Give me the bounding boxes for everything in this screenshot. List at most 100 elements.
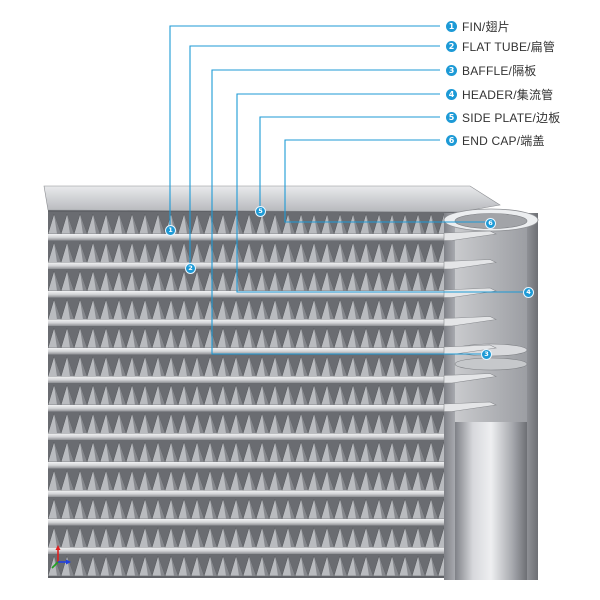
- fin-louver-shadow: [405, 214, 412, 234]
- fin-louver-shadow: [106, 356, 113, 377]
- fin-louver-shadow: [262, 299, 269, 320]
- fin-louver-shadow: [327, 299, 334, 320]
- fin-louver-shadow: [340, 499, 347, 519]
- fin-louver-shadow: [314, 442, 321, 462]
- fin-louver-shadow: [119, 499, 126, 519]
- fin-louver-shadow: [106, 556, 113, 576]
- fin-louver-shadow: [327, 499, 334, 519]
- fin-louver-shadow: [236, 356, 243, 377]
- fin-louver-shadow: [197, 242, 204, 263]
- fin-louver-shadow: [379, 499, 386, 519]
- fin-louver-shadow: [379, 356, 386, 377]
- fin-louver-shadow: [93, 242, 100, 263]
- legend-label: SIDE PLATE/边板: [462, 110, 561, 125]
- fin-louver-shadow: [327, 385, 334, 405]
- fin-louver-shadow: [418, 527, 425, 548]
- fin-louver-shadow: [210, 527, 217, 548]
- fin-louver-shadow: [340, 470, 347, 491]
- fin-louver-shadow: [327, 328, 334, 348]
- fin-louver-shadow: [275, 442, 282, 462]
- fin-louver-shadow: [418, 442, 425, 462]
- tube-ends: [443, 230, 497, 412]
- fin-louver-shadow: [197, 299, 204, 320]
- fin-louver-shadow: [314, 499, 321, 519]
- fin-louver-shadow: [275, 271, 282, 291]
- fin-louver-shadow: [366, 527, 373, 548]
- fin-louver-shadow: [262, 442, 269, 462]
- legend-item-side-plate: 5 SIDE PLATE/边板: [446, 109, 560, 125]
- fin-louver-shadow: [80, 214, 87, 234]
- leader-line-flat-tube: [189, 45, 440, 268]
- fin-louver-shadow: [262, 214, 269, 234]
- legend-item-header: 4 HEADER/集流管: [446, 86, 553, 102]
- legend-label: FIN/翅片: [462, 19, 510, 34]
- fin-louver-shadow: [353, 356, 360, 377]
- fin-louver-shadow: [93, 299, 100, 320]
- legend-item-flat-tube: 2 FLAT TUBE/扁管: [446, 38, 555, 54]
- fin-louver-shadow: [431, 470, 438, 491]
- fin-louver-shadow: [184, 356, 191, 377]
- fin-louver-shadow: [158, 470, 165, 491]
- fin-louver-shadow: [210, 442, 217, 462]
- fin-louver-shadow: [223, 556, 230, 576]
- fin-louver-shadow: [262, 556, 269, 576]
- flat-tube: [48, 433, 468, 440]
- fin-louver-shadow: [145, 242, 152, 263]
- fin-louver-shadow: [392, 413, 399, 434]
- fin-louver-shadow: [106, 442, 113, 462]
- fin-louver-shadow: [119, 556, 126, 576]
- legend-label: HEADER/集流管: [462, 87, 554, 102]
- fin-louver-shadow: [392, 385, 399, 405]
- fin-louver-shadow: [80, 328, 87, 348]
- fin-louver-shadow: [80, 299, 87, 320]
- fin-louver-shadow: [145, 442, 152, 462]
- fin-louver-shadow: [392, 299, 399, 320]
- fin-louver-shadow: [366, 271, 373, 291]
- fin-louver-shadow: [353, 499, 360, 519]
- fin-louver-shadow: [366, 499, 373, 519]
- fin-louver-shadow: [301, 356, 308, 377]
- fin-louver-shadow: [379, 242, 386, 263]
- fin-louver-shadow: [80, 527, 87, 548]
- fin-louver-shadow: [54, 385, 61, 405]
- fin-louver-shadow: [158, 527, 165, 548]
- fin-louver-shadow: [67, 442, 74, 462]
- fin-louver-shadow: [353, 242, 360, 263]
- fin-louver-shadow: [392, 442, 399, 462]
- fin-louver-shadow: [431, 527, 438, 548]
- fin-louver-shadow: [405, 299, 412, 320]
- fin-louver-shadow: [431, 214, 438, 234]
- fin-louver-shadow: [67, 356, 74, 377]
- fin-louver-shadow: [366, 470, 373, 491]
- fin-louver-shadow: [132, 271, 139, 291]
- fin-louver-shadow: [431, 385, 438, 405]
- fin-louver-shadow: [314, 214, 321, 234]
- fin-louver-shadow: [132, 214, 139, 234]
- fin-louver-shadow: [106, 527, 113, 548]
- fin-louver-shadow: [223, 385, 230, 405]
- fin-and-tube-rows: [48, 212, 468, 576]
- fin-louver-shadow: [340, 328, 347, 348]
- fin-louver-shadow: [288, 299, 295, 320]
- fin-louver-shadow: [158, 556, 165, 576]
- fin-louver-shadow: [80, 442, 87, 462]
- fin-louver-shadow: [314, 242, 321, 263]
- fin-louver-shadow: [119, 214, 126, 234]
- fin-louver-shadow: [145, 499, 152, 519]
- fin-louver-shadow: [431, 556, 438, 576]
- fin-louver-shadow: [145, 328, 152, 348]
- fin-louver-shadow: [275, 299, 282, 320]
- fin-louver-shadow: [197, 499, 204, 519]
- fin-louver-shadow: [379, 385, 386, 405]
- fin-louver-shadow: [67, 499, 74, 519]
- fin-louver-shadow: [379, 556, 386, 576]
- fin-louver-shadow: [327, 271, 334, 291]
- fin-louver-shadow: [353, 271, 360, 291]
- tube-end: [443, 287, 497, 298]
- fin-louver-shadow: [171, 499, 178, 519]
- fin-louver-shadow: [353, 214, 360, 234]
- fin-louver-shadow: [301, 470, 308, 491]
- legend-number-badge: 2: [446, 40, 457, 52]
- fin-louver-shadow: [340, 242, 347, 263]
- fin-louver-shadow: [418, 385, 425, 405]
